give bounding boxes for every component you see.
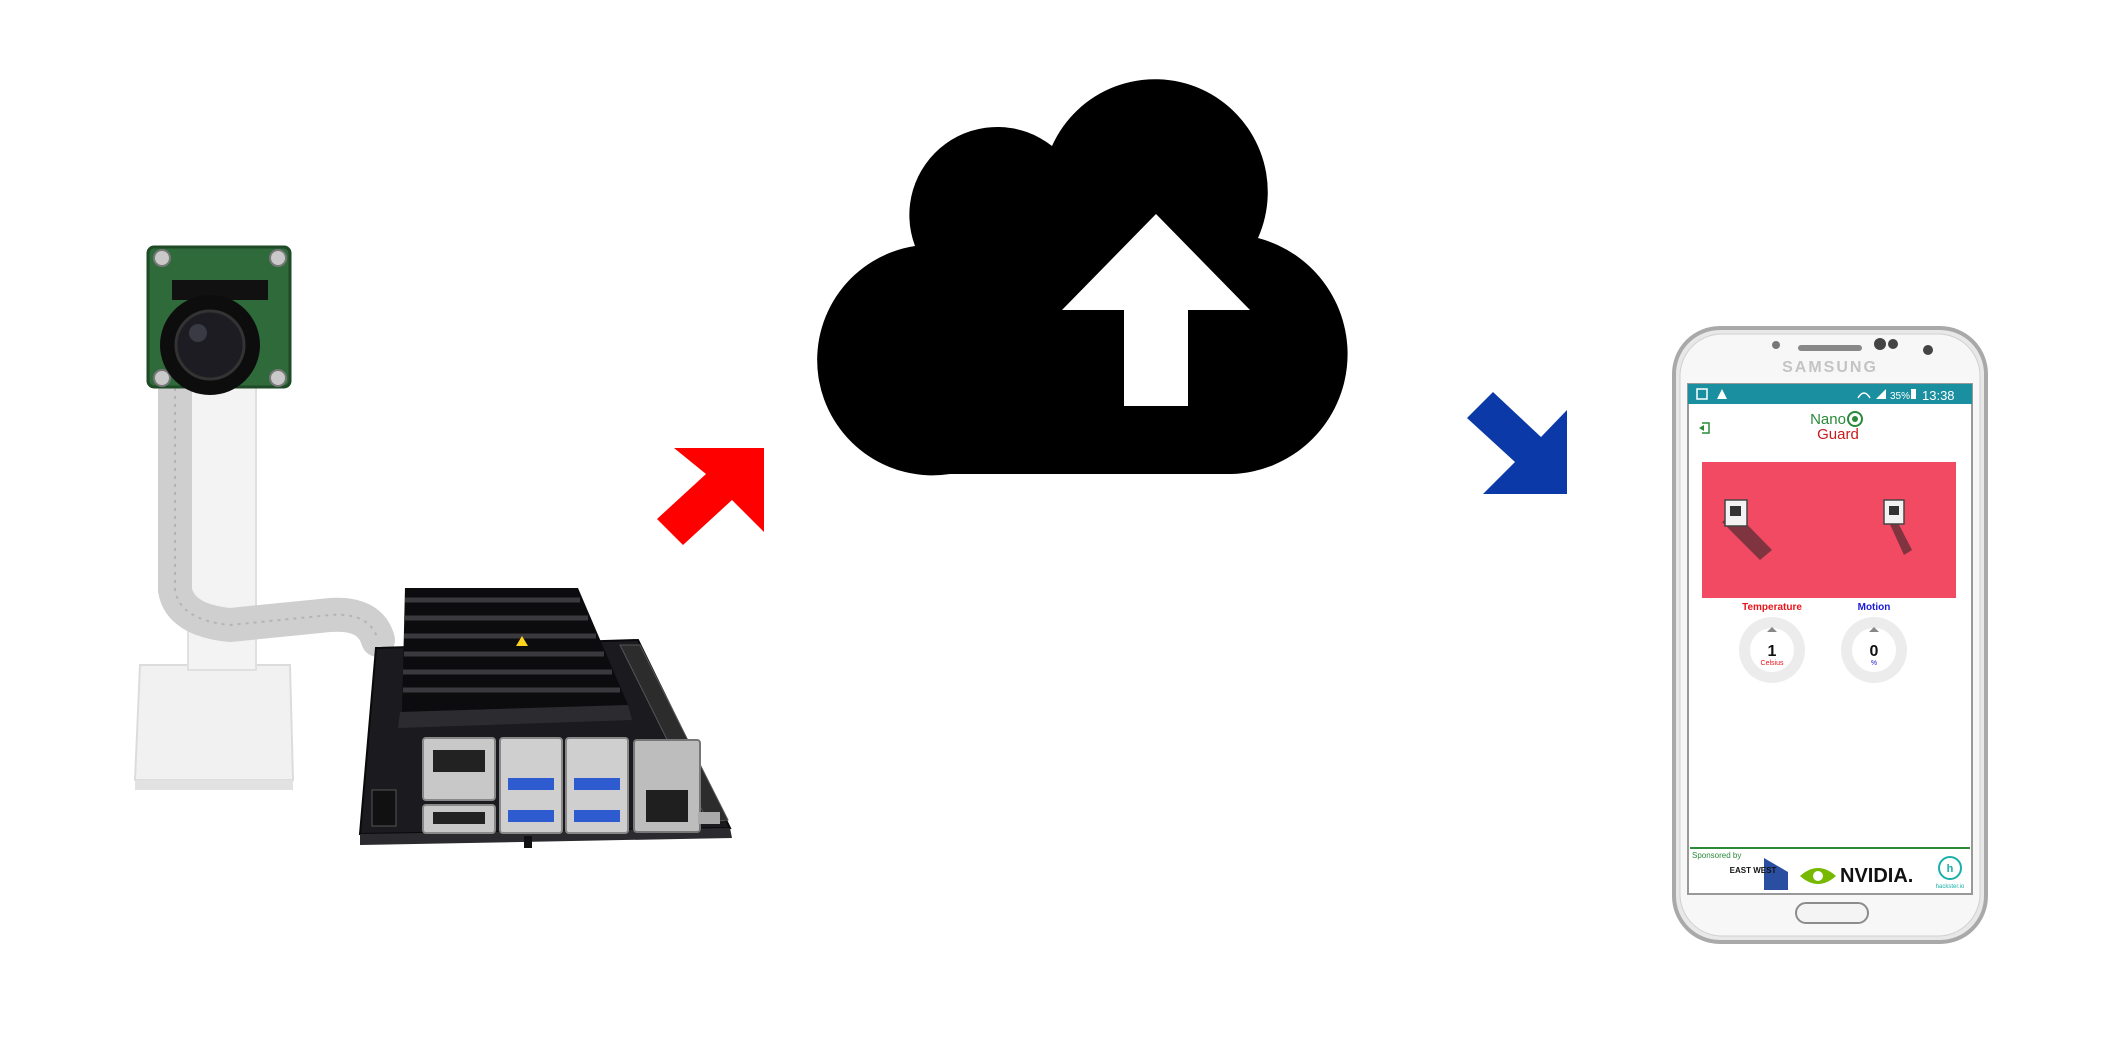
svg-text:EAST WEST: EAST WEST <box>1730 866 1777 875</box>
lens-glint <box>189 324 207 342</box>
gauge-pointer <box>1869 627 1879 632</box>
pcb-screw <box>269 249 287 267</box>
svg-text:NVIDIA.: NVIDIA. <box>1840 865 1913 887</box>
jetson-nano-board <box>358 588 732 848</box>
gauge-pointer <box>1767 627 1777 632</box>
alert-icon <box>1717 389 1727 399</box>
displayport-slot <box>433 750 485 772</box>
sensor <box>1772 341 1780 349</box>
camera-stand-base <box>133 664 295 781</box>
ethernet-jack <box>646 790 688 822</box>
ribbon-cable-lines <box>174 380 379 641</box>
svg-text:h: h <box>1947 863 1954 875</box>
home-button[interactable] <box>1795 902 1869 924</box>
gallery-icon <box>1696 388 1708 400</box>
phone-brand: SAMSUNG <box>1782 359 1878 376</box>
wifi-icon <box>1857 392 1871 399</box>
gauge-temperature-label: Temperature <box>1742 602 1802 613</box>
gauge-motion-unit: % <box>1871 660 1877 667</box>
signal-icon <box>1876 389 1886 399</box>
camera-lens-inner <box>174 309 246 381</box>
status-time: 13:38 <box>1922 388 1955 403</box>
gauge-motion-value: 0 <box>1870 643 1879 660</box>
camera-stand-base-edge <box>135 780 293 790</box>
som-module <box>398 705 632 728</box>
button <box>524 836 532 848</box>
pcb-screw <box>269 369 287 387</box>
cloud-upload-icon <box>817 79 1348 476</box>
earpiece <box>1798 345 1862 351</box>
sensor <box>1923 345 1933 355</box>
download-arrow-icon <box>1467 392 1567 494</box>
pcb-screw <box>153 249 171 267</box>
logo-ring-icon <box>1847 411 1863 427</box>
usb-port-blue <box>508 778 554 790</box>
app-logo-nano: Nano <box>1810 411 1846 428</box>
usb-port-blue <box>574 778 620 790</box>
gauge-motion-label: Motion <box>1858 602 1891 613</box>
upload-arrow-icon <box>657 448 764 545</box>
lens-mount <box>172 280 268 300</box>
hdmi-slot <box>433 812 485 824</box>
app-logo-guard: Guard <box>1817 426 1859 443</box>
front-camera <box>1874 338 1886 350</box>
temperature-gauge: 1 Celsius <box>1739 617 1805 683</box>
logo-ring-core <box>1852 416 1858 422</box>
usb-port-blue <box>508 810 554 822</box>
smartphone: SAMSUNG 35% 13:38 Nano Guard <box>1672 326 1988 944</box>
hackster-logo: h hackster.io <box>1936 856 1965 890</box>
upload-arrow-in-cloud <box>1062 214 1250 406</box>
security-camera-icon <box>1883 499 1912 555</box>
logout-icon[interactable] <box>1702 422 1710 434</box>
warning-label <box>516 636 528 646</box>
svg-text:hackster.io: hackster.io <box>1936 884 1965 890</box>
security-camera-icon <box>1722 499 1772 560</box>
power-jack <box>371 789 397 827</box>
status-bar <box>1688 384 1972 404</box>
gauge-center <box>1750 628 1794 672</box>
nvidia-logo: NVIDIA. <box>1800 865 1913 887</box>
phone-screen <box>1687 383 1973 895</box>
battery-level: 35% <box>1890 391 1910 402</box>
camera-module <box>133 245 395 790</box>
gauge-temperature-value: 1 <box>1768 643 1777 660</box>
motion-gauge: 0 % <box>1841 617 1907 683</box>
sponsored-by-label: Sponsored by <box>1692 851 1741 860</box>
gauge-center <box>1852 628 1896 672</box>
battery-icon <box>1911 389 1916 399</box>
gauge-temperature-unit: Celsius <box>1761 660 1784 667</box>
sensor <box>1888 339 1898 349</box>
heatsink <box>402 588 628 712</box>
logout-arrow <box>1699 425 1704 431</box>
micro-usb-port <box>698 812 720 824</box>
east-west-logo: EAST WEST <box>1730 858 1788 890</box>
pcb-screw <box>153 369 171 387</box>
usb-port-blue <box>574 810 620 822</box>
